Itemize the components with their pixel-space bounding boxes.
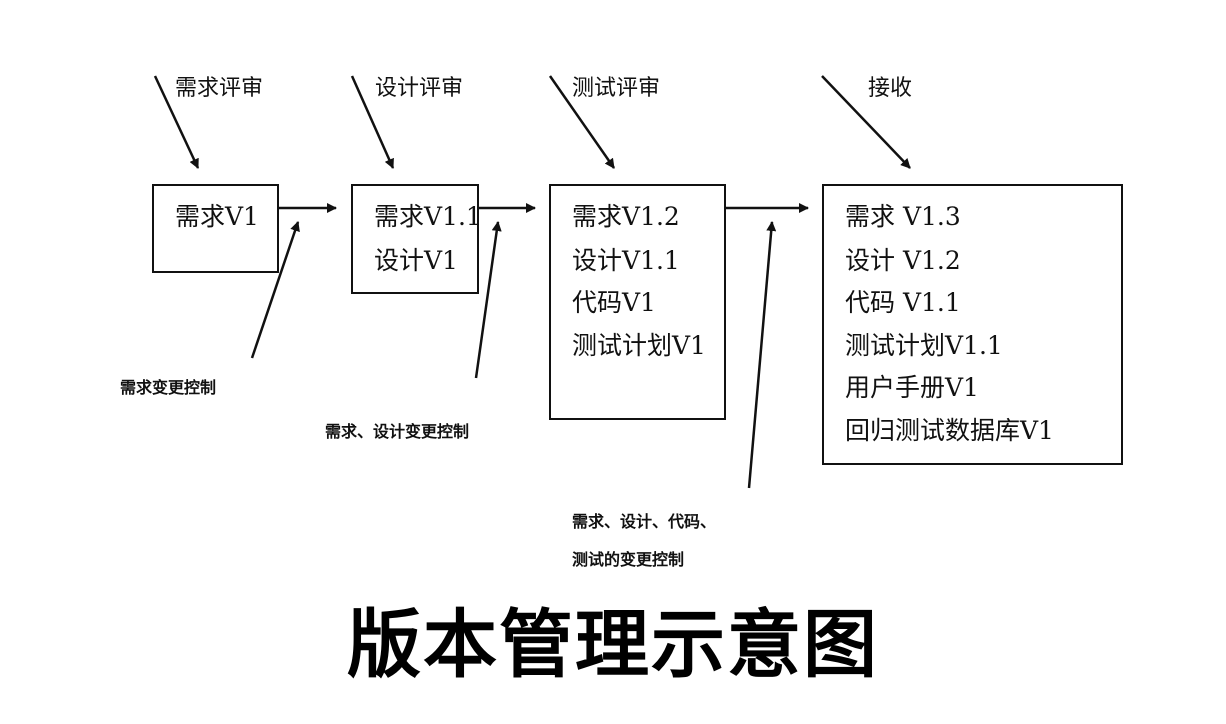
box4-line-6: 回归测试数据库V1 xyxy=(845,416,1054,445)
change-arrow-3 xyxy=(747,221,777,489)
change-control-label-1: 需求变更控制 xyxy=(120,378,217,397)
box3-line-3: 代码V1 xyxy=(572,288,656,317)
diagram-title: 版本管理示意图 xyxy=(347,602,879,688)
review-arrow-3 xyxy=(548,75,616,169)
change-arrow-2 xyxy=(474,221,502,379)
version-box-2 xyxy=(351,184,479,294)
box4-line-2: 设计 V1.2 xyxy=(845,246,961,275)
box1-line-1: 需求V1 xyxy=(175,202,259,231)
change-control-label-3b: 测试的变更控制 xyxy=(572,550,685,569)
change-control-label-2: 需求、设计变更控制 xyxy=(325,422,470,441)
box3-line-4: 测试计划V1 xyxy=(572,331,706,360)
review-arrow-4 xyxy=(821,75,911,169)
box4-line-3: 代码 V1.1 xyxy=(845,288,961,317)
review-label-test: 测试评审 xyxy=(572,76,661,101)
version-box-1 xyxy=(152,184,279,273)
review-arrow-1 xyxy=(153,75,200,169)
box3-line-1: 需求V1.2 xyxy=(572,202,680,231)
version-box-3 xyxy=(549,184,726,420)
box2-line-1: 需求V1.1 xyxy=(374,202,482,231)
box4-line-4: 测试计划V1.1 xyxy=(845,331,1003,360)
box3-line-2: 设计V1.1 xyxy=(572,246,680,275)
change-arrow-1 xyxy=(250,221,300,359)
box4-line-1: 需求 V1.3 xyxy=(845,202,961,231)
review-label-acceptance: 接收 xyxy=(868,76,913,101)
review-label-design: 设计评审 xyxy=(375,76,464,101)
box4-line-5: 用户手册V1 xyxy=(845,373,979,402)
change-control-label-3a: 需求、设计、代码、 xyxy=(572,512,717,531)
version-box-4 xyxy=(822,184,1123,465)
review-label-requirements: 需求评审 xyxy=(175,76,264,101)
review-arrow-2 xyxy=(350,75,395,169)
box2-line-2: 设计V1 xyxy=(374,246,458,275)
